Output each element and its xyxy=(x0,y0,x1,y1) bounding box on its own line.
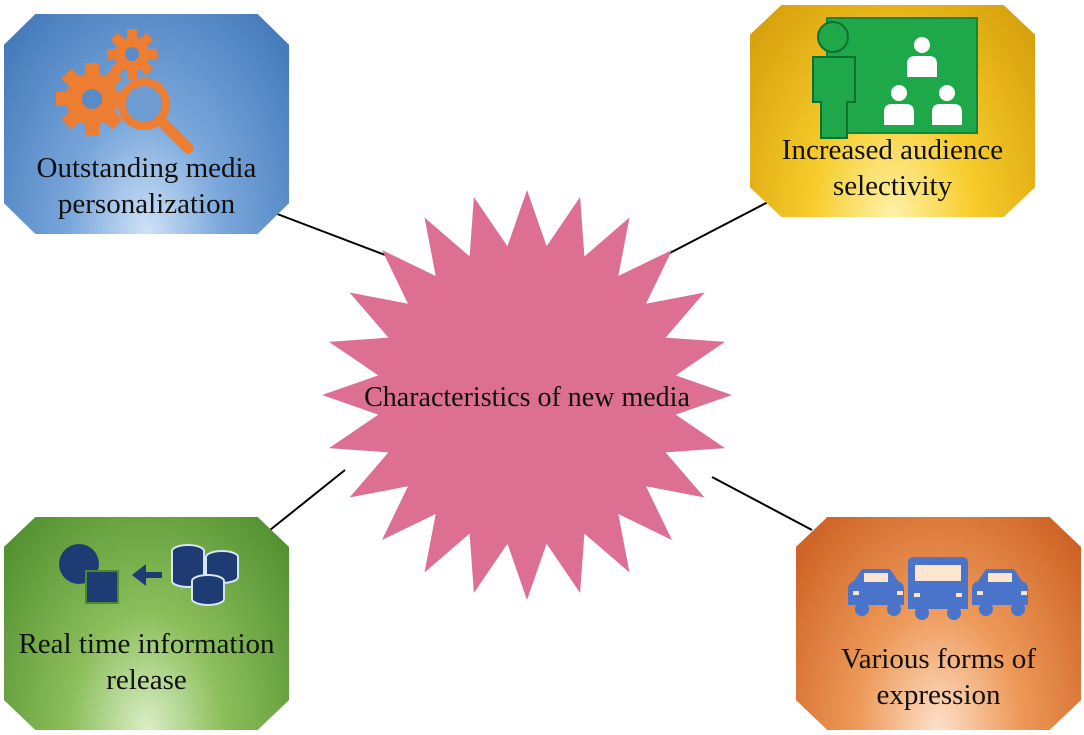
gears-magnifier-icon xyxy=(56,29,194,154)
node-label: Outstanding media personalization xyxy=(36,152,257,220)
node-label: Increased audience selectivity xyxy=(781,134,1004,202)
center-starburst xyxy=(322,190,732,600)
connector-top-right xyxy=(665,201,769,256)
connector-bottom-left xyxy=(269,469,346,531)
node-real-time-release: Real time information release xyxy=(4,517,289,730)
node-media-personalization: Outstanding media personalization xyxy=(4,14,289,234)
connector-bottom-right xyxy=(711,476,813,531)
vehicles-icon xyxy=(848,557,1028,620)
node-forms-of-expression: Various forms of expression xyxy=(796,517,1081,730)
node-label: Various forms of expression xyxy=(841,643,1036,711)
node-audience-selectivity: Increased audience selectivity xyxy=(750,5,1035,217)
presenter-audience-icon xyxy=(812,17,978,139)
starburst-shape xyxy=(322,190,732,600)
center-title: Characteristics of new media xyxy=(364,382,690,413)
shapes-database-icon xyxy=(59,544,239,606)
node-label: Real time information release xyxy=(18,628,275,696)
connector-top-left xyxy=(271,211,386,256)
